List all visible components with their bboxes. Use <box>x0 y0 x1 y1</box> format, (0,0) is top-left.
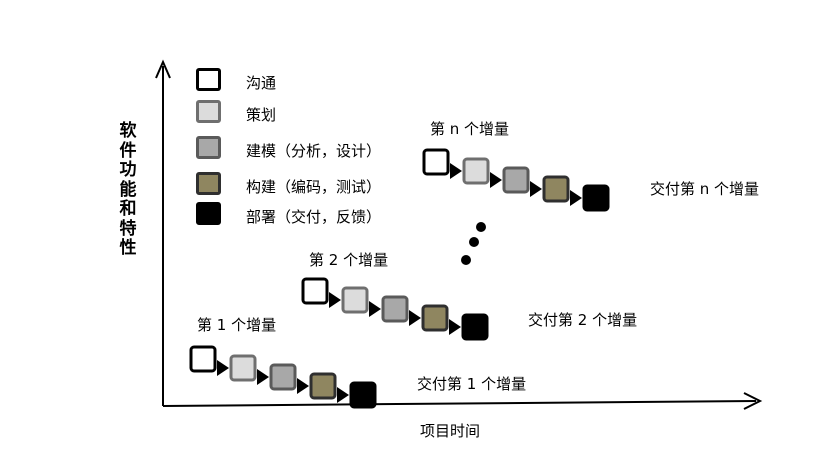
x-axis <box>162 400 757 407</box>
modeling-box-icon <box>502 166 530 194</box>
communication-box-icon <box>301 277 329 305</box>
construction-box-icon <box>542 175 570 203</box>
legend-label: 建模（分析，设计） <box>246 142 382 160</box>
modeling-box-icon <box>381 295 409 323</box>
communication-box-icon <box>189 345 217 373</box>
y-axis-label: 软件功能和特性 <box>119 121 137 258</box>
planning-box-icon <box>462 157 490 185</box>
increment-1-delivery-label: 交付第 1 个增量 <box>417 375 527 393</box>
x-axis-label: 项目时间 <box>420 422 481 440</box>
legend-label: 构建（编码，测试） <box>246 178 382 196</box>
deployment-box-icon <box>196 202 221 225</box>
legend-label: 策划 <box>246 106 277 124</box>
communication-box-icon <box>422 148 450 176</box>
ellipsis-dot <box>469 237 479 247</box>
increment-2-delivery-label: 交付第 2 个增量 <box>528 311 638 329</box>
communication-box-icon <box>196 68 221 91</box>
construction-box-icon <box>309 372 337 400</box>
deployment-box-icon <box>582 184 610 212</box>
increment-n-delivery-label: 交付第 n 个增量 <box>650 180 760 198</box>
deployment-box-icon <box>461 313 489 341</box>
legend-label: 沟通 <box>246 74 277 92</box>
legend-label: 部署（交付，反馈） <box>246 208 382 226</box>
ellipsis-dot <box>461 255 471 265</box>
increment-1-label: 第 1 个增量 <box>197 316 277 334</box>
deployment-box-icon <box>349 381 377 409</box>
planning-box-icon <box>341 286 369 314</box>
construction-box-icon <box>421 304 449 332</box>
planning-box-icon <box>229 354 257 382</box>
increment-n-label: 第 n 个增量 <box>430 120 510 138</box>
increment-chains <box>189 148 610 409</box>
y-axis-arrowhead-icon <box>155 59 171 79</box>
modeling-box-icon <box>196 136 221 159</box>
increment-2-label: 第 2 个增量 <box>309 251 389 269</box>
ellipsis-dot <box>476 222 486 232</box>
planning-box-icon <box>196 100 221 123</box>
modeling-box-icon <box>269 363 297 391</box>
construction-box-icon <box>196 172 221 195</box>
x-axis-arrowhead-icon <box>743 392 763 410</box>
